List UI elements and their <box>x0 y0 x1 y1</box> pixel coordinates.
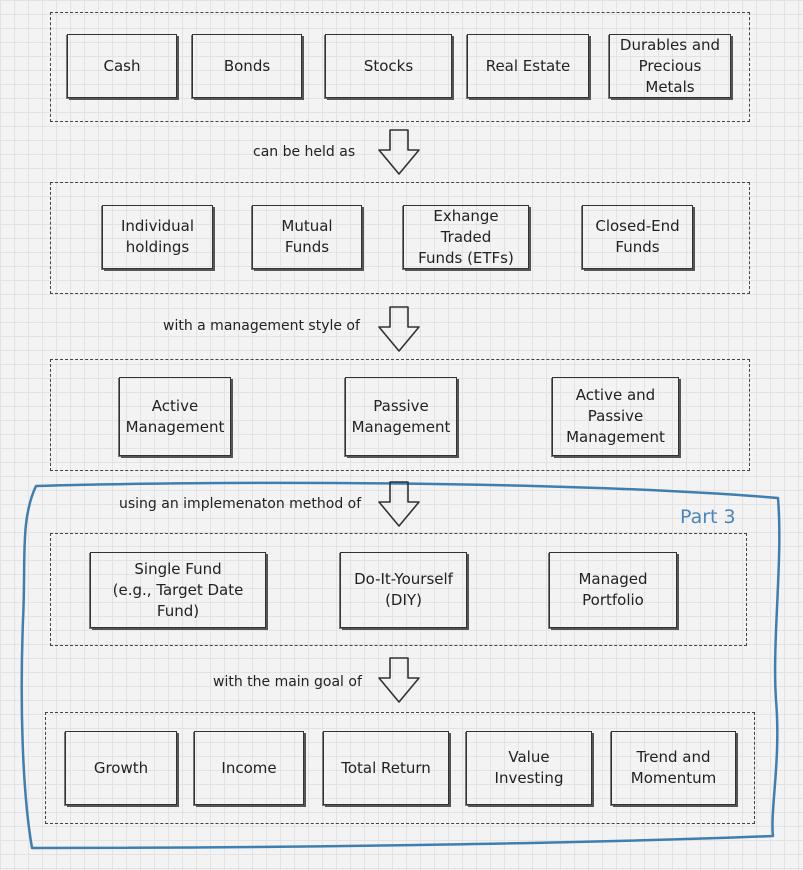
asset-bonds-label: Bonds <box>223 56 271 75</box>
asset-stocks-box: Stocks <box>325 34 452 98</box>
connector-label-held-as: can be held as <box>253 144 356 160</box>
down-arrow-icon <box>378 129 420 175</box>
down-arrow-icon <box>378 481 420 527</box>
methods-group <box>50 533 747 646</box>
connector-label-management-style: with a management style of <box>163 318 360 334</box>
assets-group <box>50 12 750 122</box>
goal-income-label: Income <box>221 758 277 777</box>
asset-real-estate-box: Real Estate <box>467 34 589 98</box>
goals-group <box>45 712 755 824</box>
goal-total-return-label: Total Return <box>341 758 431 777</box>
asset-real-estate-label: Real Estate <box>485 56 571 75</box>
method-single-fund-label: Single Fund(e.g., Target Date Fund) <box>112 559 244 620</box>
goal-income-box: Income <box>194 731 304 805</box>
down-arrow-icon <box>378 306 420 352</box>
method-diy-label: Do-It-Yourself(DIY) <box>354 570 453 609</box>
connector-label-implementation: using an implemenaton method of <box>119 496 362 512</box>
connector-label-main-goal: with the main goal of <box>213 674 362 690</box>
asset-bonds-box: Bonds <box>192 34 302 98</box>
styles-group <box>50 359 750 471</box>
vehicle-mutual-funds-label: Mutual Funds <box>281 217 333 256</box>
method-diy-box: Do-It-Yourself(DIY) <box>340 552 467 628</box>
vehicle-mutual-funds-box: Mutual Funds <box>252 205 362 269</box>
vehicles-group <box>50 182 750 294</box>
asset-stocks-label: Stocks <box>363 56 414 75</box>
goal-growth-box: Growth <box>65 731 177 805</box>
asset-cash-box: Cash <box>67 34 177 98</box>
method-single-fund-box: Single Fund(e.g., Target Date Fund) <box>90 552 266 628</box>
part3-label: Part 3 <box>680 506 736 528</box>
goal-growth-label: Growth <box>93 758 149 777</box>
goal-total-return-box: Total Return <box>323 731 449 805</box>
down-arrow-icon <box>378 657 420 703</box>
asset-cash-label: Cash <box>103 56 141 75</box>
